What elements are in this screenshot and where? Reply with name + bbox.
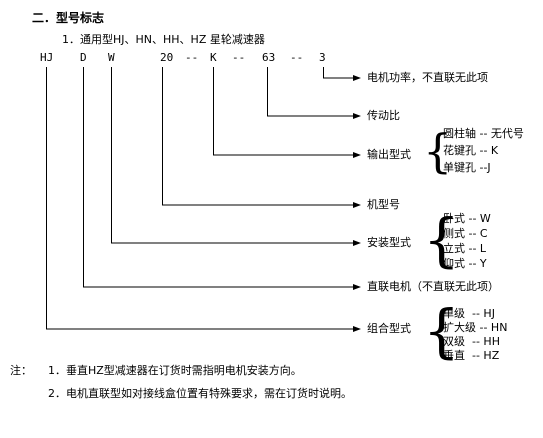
arrow-combo bbox=[353, 326, 361, 332]
label-ratio: 传动比 bbox=[367, 109, 400, 122]
notes-label: 注： bbox=[10, 364, 32, 377]
output-option-spline: 花键孔 -- K bbox=[443, 144, 499, 157]
arrow-output bbox=[353, 152, 361, 158]
code-separator-1: -- bbox=[185, 51, 199, 64]
code-part-63: 63 bbox=[262, 51, 276, 64]
combo-option-double: 双级 -- HH bbox=[443, 335, 500, 348]
note-1: 1．垂直HZ型减速器在订货时需指明电机安装方向。 bbox=[48, 364, 302, 377]
brace-output: { bbox=[423, 124, 453, 178]
combo-option-expanded: 扩大级 -- HN bbox=[443, 321, 508, 334]
code-part-d: D bbox=[80, 51, 87, 64]
leader-direct-motor bbox=[83, 67, 354, 288]
mounting-option-horizontal: 卧式 -- W bbox=[443, 212, 491, 225]
leader-output bbox=[213, 67, 354, 156]
leader-combo bbox=[46, 67, 354, 330]
label-mounting: 安装型式 bbox=[367, 236, 411, 249]
output-option-key: 单键孔 --J bbox=[443, 161, 491, 174]
note-2: 2．电机直联型如对接线盒位置有特殊要求，需在订货时说明。 bbox=[48, 387, 352, 400]
leader-ratio bbox=[267, 67, 354, 117]
arrow-frame bbox=[353, 202, 361, 208]
code-separator-2: -- bbox=[232, 51, 246, 64]
leader-power bbox=[323, 67, 354, 79]
mounting-option-side: 侧式 -- C bbox=[443, 227, 488, 240]
arrow-mounting bbox=[353, 240, 361, 246]
leader-mounting bbox=[111, 67, 354, 244]
code-part-w: W bbox=[108, 51, 115, 64]
brace-combo: { bbox=[423, 297, 460, 365]
label-power: 电机功率，不直联无此项 bbox=[367, 71, 488, 84]
code-part-20: 20 bbox=[160, 51, 174, 64]
code-part-k: K bbox=[210, 51, 217, 64]
section-heading: 二．型号标志 bbox=[32, 11, 105, 25]
combo-option-perpendicular: 垂直 -- HZ bbox=[443, 349, 500, 362]
label-combo: 组合型式 bbox=[367, 322, 411, 335]
mounting-option-inverted: 仰式 -- Y bbox=[443, 257, 487, 270]
code-part-hj: HJ bbox=[40, 51, 54, 64]
leader-frame bbox=[162, 67, 354, 206]
arrow-direct-motor bbox=[353, 284, 361, 290]
code-part-3: 3 bbox=[319, 51, 326, 64]
arrow-ratio bbox=[353, 113, 361, 119]
combo-option-single: 单级 -- HJ bbox=[443, 307, 495, 320]
brace-mounting: { bbox=[423, 206, 460, 274]
label-direct-motor: 直联电机（不直联无此项） bbox=[367, 280, 499, 293]
code-separator-3: -- bbox=[290, 51, 304, 64]
label-frame: 机型号 bbox=[367, 198, 400, 211]
sub-heading: 1．通用型HJ、HN、HH、HZ 星轮减速器 bbox=[62, 33, 265, 46]
label-output: 输出型式 bbox=[367, 148, 411, 161]
output-option-cylindrical: 圆柱轴 -- 无代号 bbox=[443, 127, 524, 140]
mounting-option-vertical: 立式 -- L bbox=[443, 242, 487, 255]
arrow-power bbox=[353, 75, 361, 81]
